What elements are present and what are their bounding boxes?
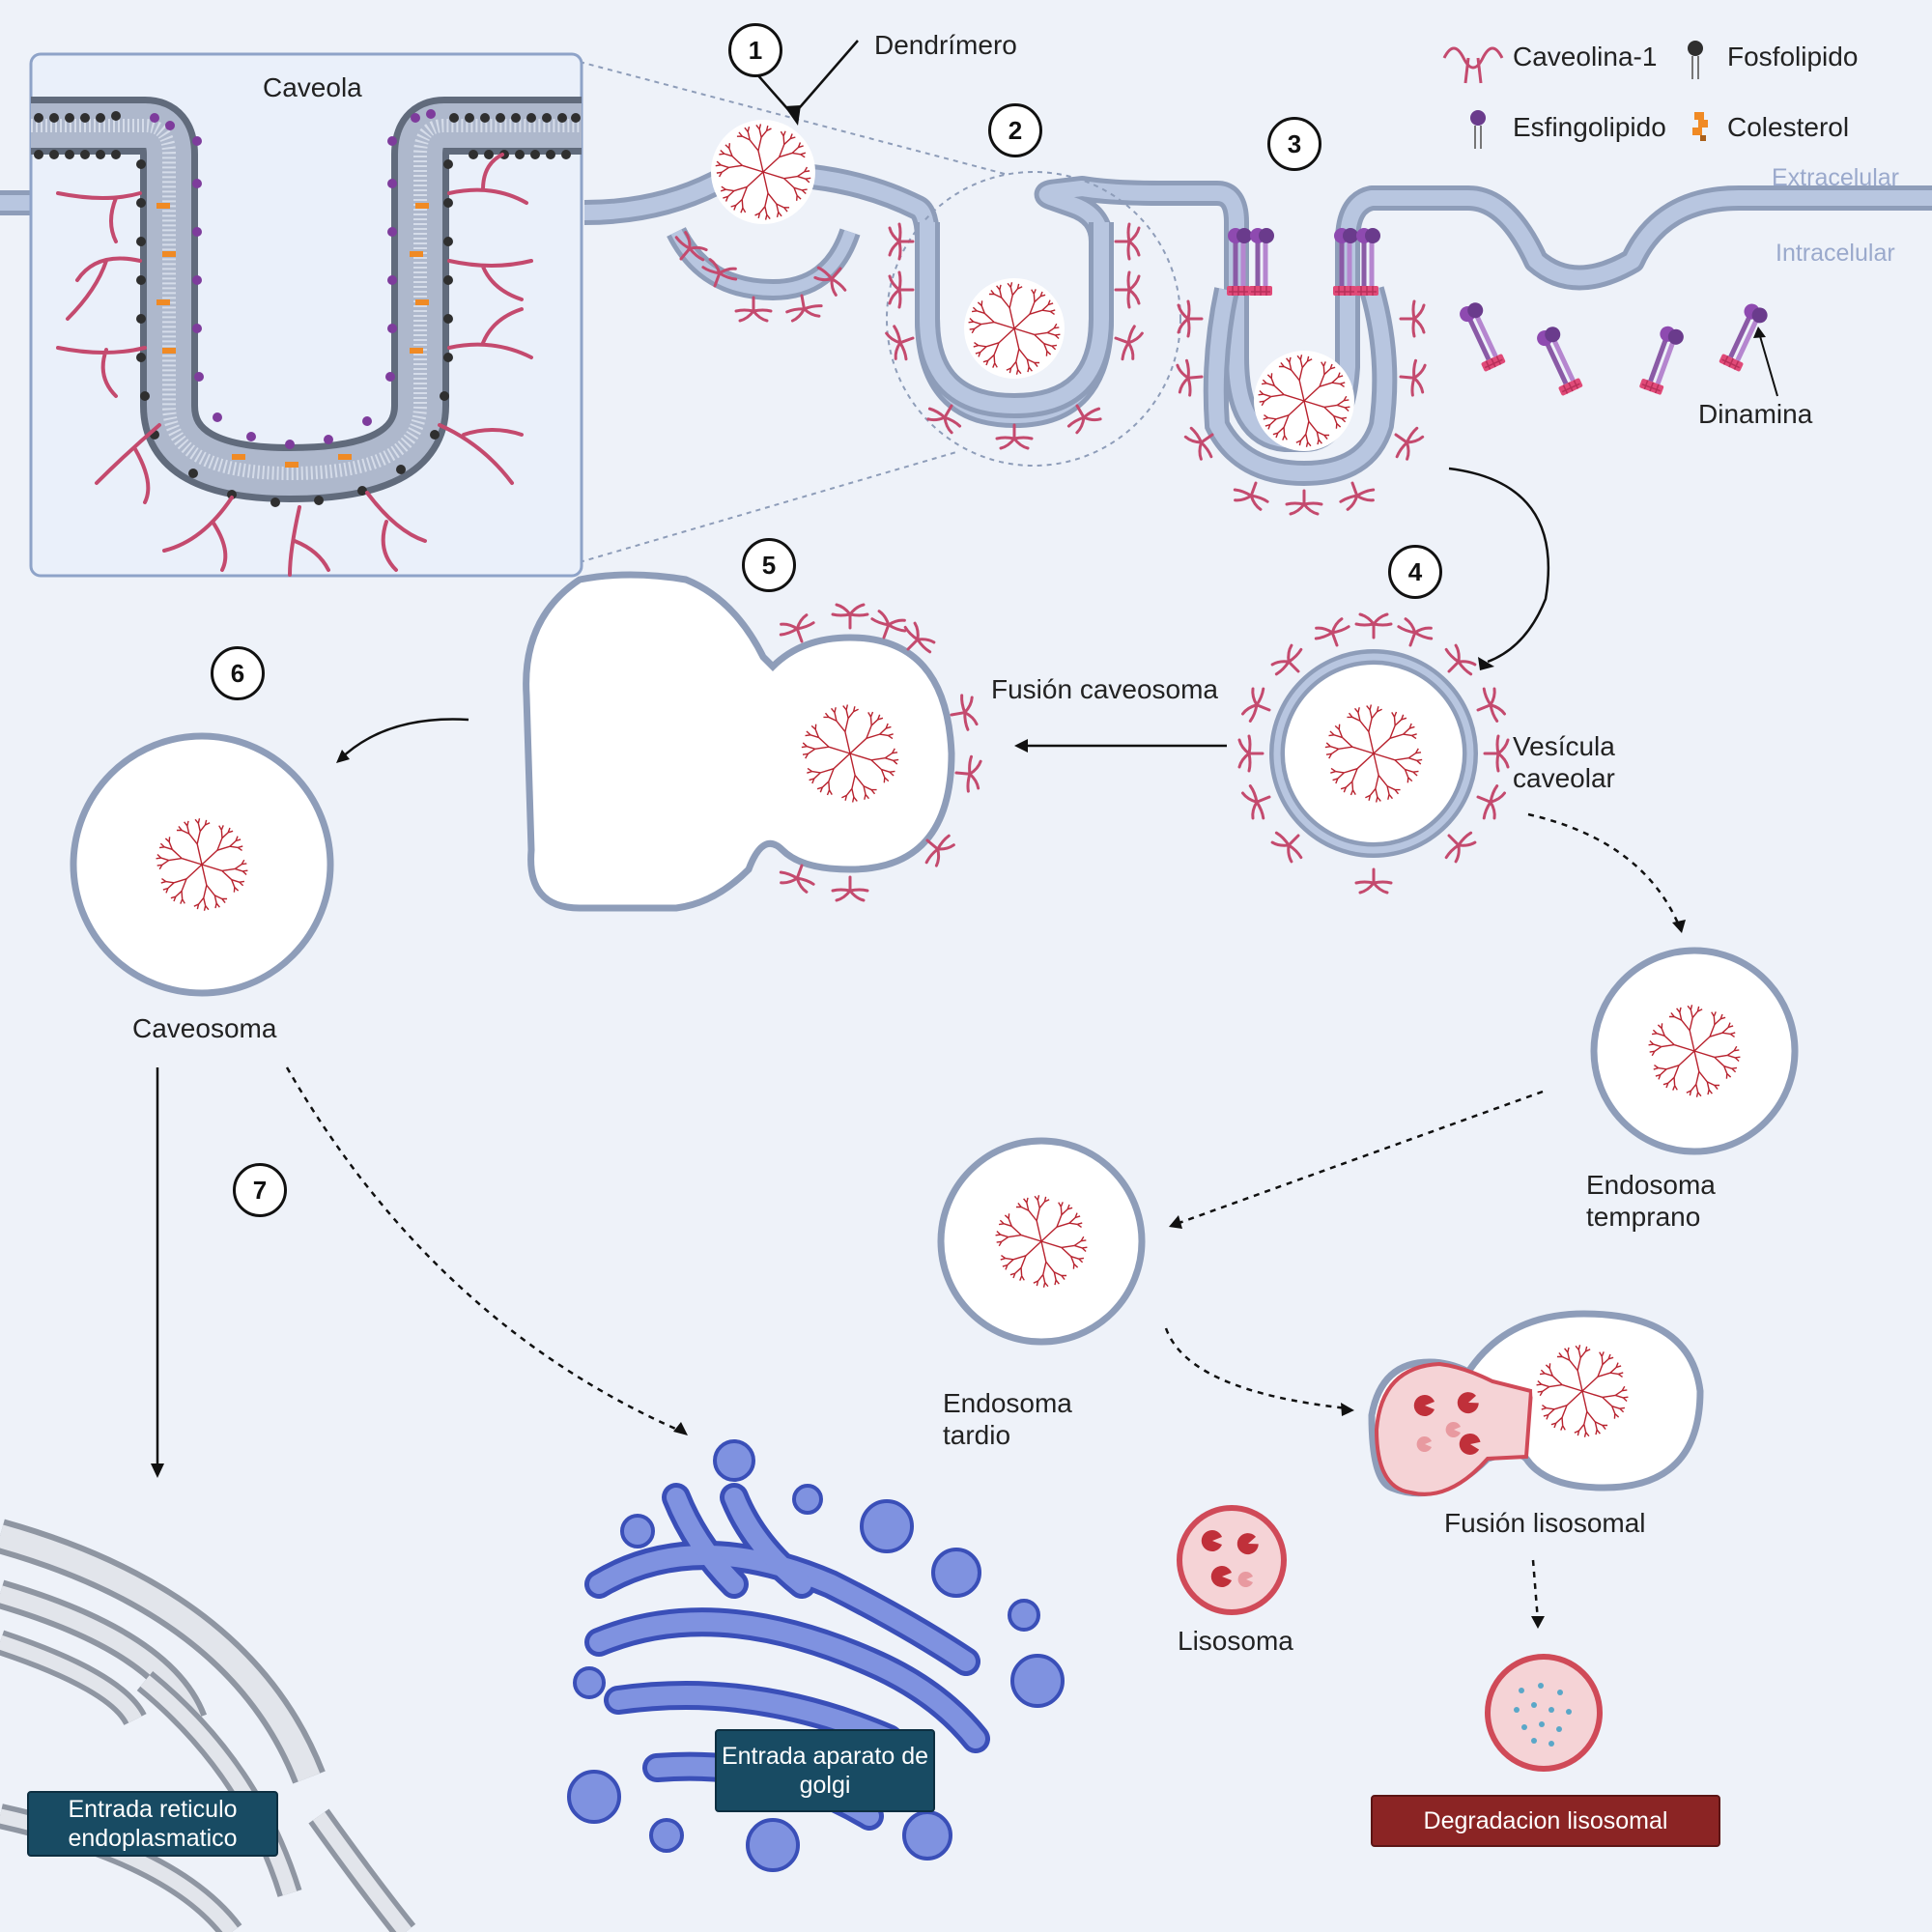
lysosomal-fusion-label: Fusión lisosomal [1444, 1508, 1646, 1538]
step-1-marker: 1 [728, 23, 782, 77]
dendrimer-icon [1532, 1341, 1633, 1441]
legend-caveolin: Caveolina-1 [1513, 42, 1658, 71]
lysosomal-degradation-box: Degradacion lisosomal [1371, 1795, 1720, 1847]
er-entry-box: Entrada reticulo endoplasmatico [27, 1791, 278, 1857]
shallow-caveola-pit [666, 226, 861, 324]
late-endosome-label: Endosoma tardio [943, 1388, 1072, 1450]
invaginated-caveola [883, 222, 1146, 450]
dendrimer-icon [1254, 351, 1354, 451]
free-dynamin [1457, 300, 1778, 396]
caveosome-fusion [523, 571, 982, 912]
dendrimer-icon [152, 814, 252, 915]
dendrimers [152, 120, 1745, 1441]
caveosome-fusion-label: Fusión caveosoma [991, 674, 1219, 704]
intracellular-label: Intracelular [1776, 240, 1895, 267]
dendrimer-icon [991, 1191, 1092, 1292]
legend-cholesterol: Colesterol [1727, 112, 1850, 142]
caveosome-label: Caveosoma [132, 1013, 277, 1043]
legend-icons [1442, 41, 1708, 149]
budding-vesicle [1176, 228, 1427, 516]
lysosome [1177, 1505, 1287, 1615]
step-5-marker: 5 [742, 538, 796, 592]
extracellular-label: Extracelular [1772, 164, 1899, 191]
step-3-marker: 3 [1267, 117, 1321, 171]
arrow-heads [151, 105, 1686, 1629]
legend-sphingolipid: Esfingolipido [1513, 112, 1666, 142]
step-7-marker: 7 [233, 1163, 287, 1217]
dendrimer-icon [711, 120, 815, 224]
golgi-entry-box: Entrada aparato de golgi [715, 1729, 935, 1812]
endoplasmic-reticulum [0, 1519, 416, 1932]
dendrimer-icon [1644, 1001, 1745, 1101]
degradation-lysosome [1485, 1654, 1603, 1772]
zoom-indicator [579, 61, 1181, 563]
flow-arrows [156, 40, 1681, 1622]
legend-phospholipid: Fosfolipido [1727, 42, 1859, 71]
step-4-marker: 4 [1388, 545, 1442, 599]
dynamin-label: Dinamina [1698, 399, 1813, 429]
dendrimer-label: Dendrímero [874, 30, 1017, 60]
dendrimer-icon [964, 278, 1065, 379]
early-endosome-label: Endosoma temprano [1586, 1170, 1716, 1232]
caveolar-vesicle-label: Vesícula caveolar [1513, 731, 1615, 793]
lysosome-label: Lisosoma [1178, 1626, 1293, 1656]
step-2-marker: 2 [988, 103, 1042, 157]
dendrimer-icon [1321, 700, 1427, 807]
caveola-inset [29, 52, 583, 578]
step-6-marker: 6 [211, 646, 265, 700]
caveola-label: Caveola [263, 72, 362, 102]
dendrimer-icon [797, 700, 903, 807]
